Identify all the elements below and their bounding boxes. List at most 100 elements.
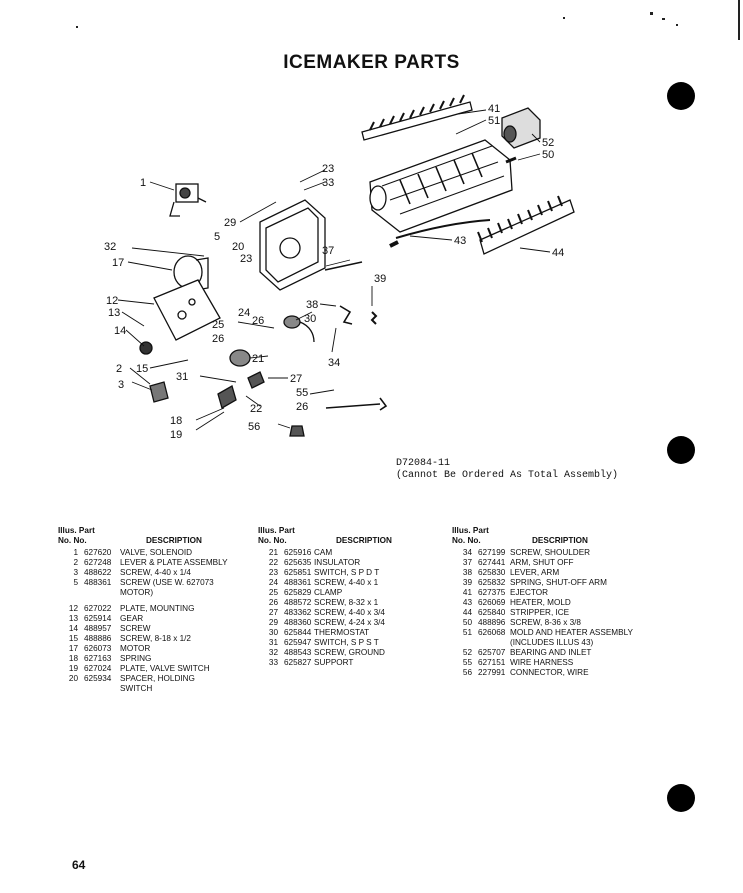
illus-number: 26 <box>268 598 278 607</box>
part-description: SPRING <box>120 654 152 663</box>
illus-number: 1 <box>73 548 78 557</box>
part-number: 625934 <box>84 674 112 683</box>
part-description: EJECTOR <box>510 588 549 597</box>
table-row: 44 625840 STRIPPER, ICE <box>452 608 662 618</box>
callout-15: 15 <box>136 363 148 375</box>
mounting-plate-part <box>153 279 221 341</box>
part-description: SCREW, 8-18 x 1/2 <box>120 634 191 643</box>
callout-50: 50 <box>542 149 554 161</box>
part-description: SCREW, GROUND <box>314 648 385 657</box>
page-number: 64 <box>72 858 86 872</box>
scan-speck <box>662 18 665 20</box>
part-number: 625844 <box>284 628 312 637</box>
part-number: 626073 <box>84 644 112 653</box>
diagram-code-block: D72084-11 (Cannot Be Ordered As Total As… <box>396 458 618 482</box>
binder-hole-top <box>667 82 695 110</box>
part-number: 227991 <box>478 668 506 677</box>
part-number: 627022 <box>84 604 112 613</box>
callout-24: 24 <box>238 307 250 319</box>
part-description: CONNECTOR, WIRE <box>510 668 589 677</box>
callout-23-top: 23 <box>322 163 334 175</box>
table-row: MOTOR) <box>58 588 248 598</box>
thermostat-part <box>283 315 315 343</box>
page-title: ICEMAKER PARTS <box>283 52 460 73</box>
callout-3: 3 <box>118 379 124 391</box>
part-number: 625916 <box>284 548 312 557</box>
part-number: 488896 <box>478 618 506 627</box>
callout-20: 20 <box>232 241 244 253</box>
scan-speck <box>676 24 678 26</box>
callout-55: 55 <box>296 387 308 399</box>
callout-1: 1 <box>140 177 146 189</box>
part-description: SWITCH, S P D T <box>314 568 380 577</box>
illus-number: 3 <box>73 568 78 577</box>
heater-mold-part <box>389 219 491 248</box>
illus-number: 39 <box>462 578 472 587</box>
part-description: VALVE, SOLENOID <box>120 548 193 557</box>
illus-number: 2 <box>73 558 78 567</box>
callout-14: 14 <box>114 325 126 337</box>
illus-number: 14 <box>68 624 78 633</box>
illus-number: 5 <box>73 578 78 587</box>
part-description: PLATE, VALVE SWITCH <box>120 664 210 673</box>
callout-18: 18 <box>170 415 182 427</box>
part-number: 483362 <box>284 608 312 617</box>
part-description: CLAMP <box>314 588 343 597</box>
illus-number: 20 <box>68 674 78 683</box>
part-description: SCREW, 4-40 x 1/4 <box>120 568 191 577</box>
part-description: STRIPPER, ICE <box>510 608 570 617</box>
callout-31: 31 <box>176 371 188 383</box>
part-description: SPACER, HOLDING <box>120 674 195 683</box>
table-row: (INCLUDES ILLUS 43) <box>452 638 662 648</box>
part-number: 488543 <box>284 648 312 657</box>
illus-number: 44 <box>462 608 472 617</box>
illus-number: 15 <box>68 634 78 643</box>
illus-number: 25 <box>268 588 278 597</box>
part-number: 625829 <box>284 588 312 597</box>
illus-number: 33 <box>268 658 278 667</box>
callout-27: 27 <box>290 373 302 385</box>
illus-number: 21 <box>268 548 278 557</box>
callout-29: 29 <box>224 217 236 229</box>
wire-harness-part <box>325 397 388 411</box>
wire-connector-part <box>289 425 305 437</box>
part-number: 627375 <box>478 588 506 597</box>
part-number: 488886 <box>84 634 112 643</box>
part-number: 488360 <box>284 618 312 627</box>
table-row: 15 488886 SCREW, 8-18 x 1/2 <box>58 634 248 644</box>
solenoid-valve-part <box>169 183 207 217</box>
part-number: 625840 <box>478 608 506 617</box>
part-number: 488622 <box>84 568 112 577</box>
part-description: CAM <box>314 548 333 557</box>
diagram-code: D72084-11 <box>396 458 451 469</box>
part-description: SCREW, 4-24 x 3/4 <box>314 618 385 627</box>
part-description: SWITCH, S P S T <box>314 638 379 647</box>
part-description: LEVER, ARM <box>510 568 560 577</box>
part-number: 627163 <box>84 654 112 663</box>
part-description: PLATE, MOUNTING <box>120 604 195 613</box>
bearing-inlet-part <box>501 107 541 149</box>
part-description: HEATER, MOLD <box>510 598 571 607</box>
callout-23-mid: 23 <box>240 253 252 265</box>
part-description: SCREW, 8-36 x 3/8 <box>510 618 581 627</box>
illus-number: 19 <box>68 664 78 673</box>
